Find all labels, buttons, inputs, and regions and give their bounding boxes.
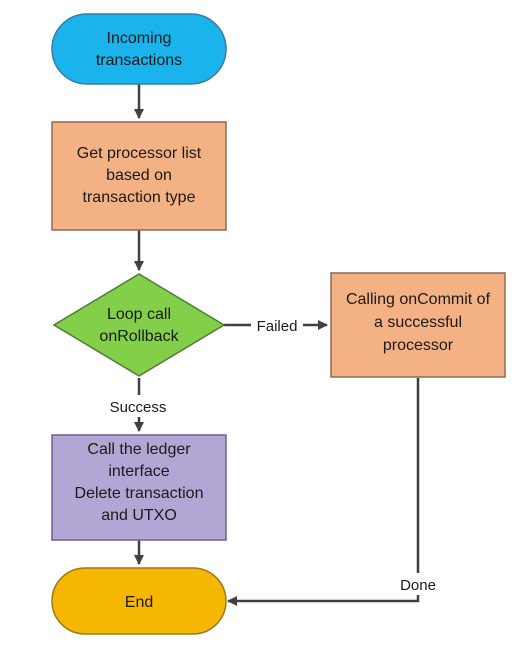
commit-node-line-3: processor: [383, 337, 454, 354]
get-processor-node-shape: [51, 121, 227, 231]
ledger-node-line-4: and UTXO: [101, 507, 177, 524]
get-processor-node-line-2: based on: [106, 167, 172, 184]
ledger-node: Call the ledger interface Delete transac…: [51, 434, 227, 541]
end-node: End: [51, 567, 227, 635]
loop-rollback-node: Loop call onRollback: [52, 273, 226, 377]
commit-node: Calling onCommit of a successful process…: [330, 272, 506, 378]
start-node-line-1: Incoming: [107, 30, 172, 47]
commit-node-line-1: Calling onCommit of: [346, 291, 491, 308]
start-node: Incoming transactions: [51, 13, 227, 85]
ledger-node-shape: [51, 434, 227, 541]
get-processor-node-line-1: Get processor list: [77, 145, 202, 162]
loop-rollback-node-shape: [52, 273, 226, 377]
edge-label-done: Done: [400, 577, 436, 594]
ledger-node-line-1: Call the ledger: [87, 441, 191, 458]
end-node-shape: [51, 567, 227, 635]
ledger-node-line-2: interface: [108, 463, 169, 480]
edge-commit-to-end: [227, 378, 420, 606]
commit-node-line-2: a successful: [374, 314, 462, 331]
edge-label-success: Success: [110, 399, 167, 416]
loop-rollback-node-line-1: Loop call: [107, 306, 171, 323]
ledger-node-line-3: Delete transaction: [75, 485, 204, 502]
edge-labels: Failed Success Done: [104, 314, 443, 595]
get-processor-node-line-3: transaction type: [83, 189, 196, 206]
get-processor-node: Get processor list based on transaction …: [51, 121, 227, 231]
edge-label-failed: Failed: [257, 318, 298, 335]
start-node-line-2: transactions: [96, 52, 182, 69]
loop-rollback-node-line-2: onRollback: [99, 328, 179, 345]
start-node-shape: [51, 13, 227, 85]
end-node-label: End: [125, 594, 153, 611]
commit-node-shape: [330, 272, 506, 378]
